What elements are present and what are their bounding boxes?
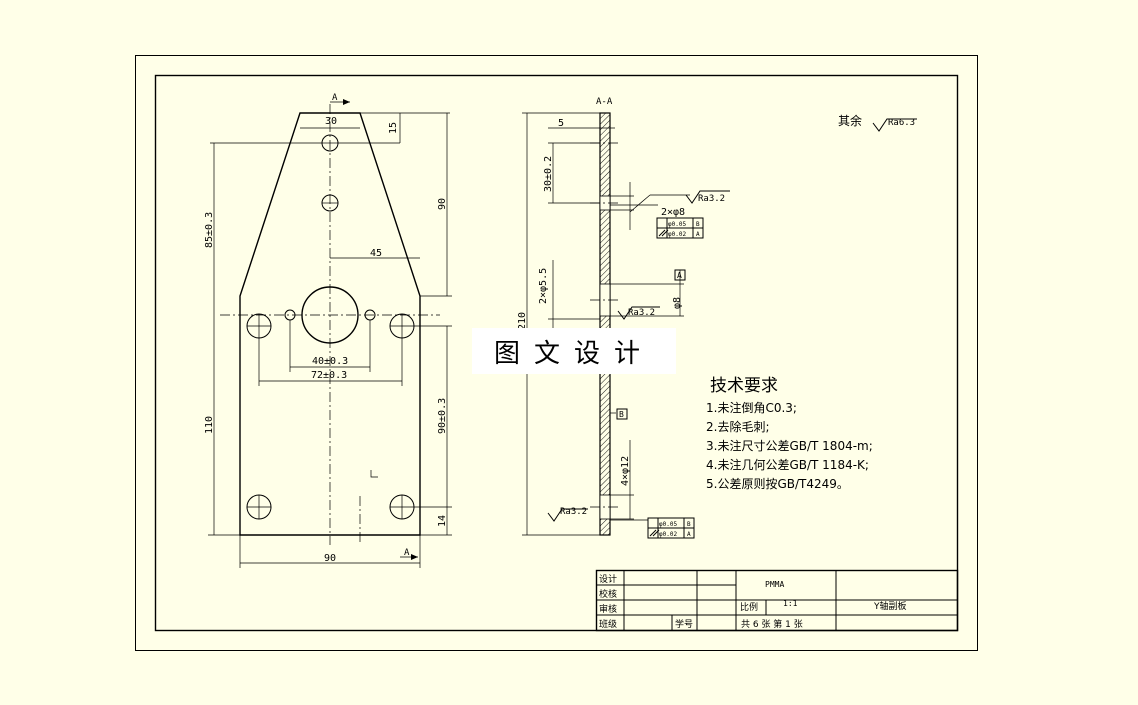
tol-2a: φ0.05	[659, 521, 677, 528]
section-marker-top: A	[332, 93, 338, 103]
title-block: 设计 校核 审核 班级 学号 PMMA 比例 1:1 Y轴副板 共 6 张 第 …	[595, 569, 959, 632]
tech-title: 技术要求	[710, 376, 778, 396]
tech-item-1: 1.未注倒角C0.3;	[706, 400, 797, 415]
dim-85: 85±0.3	[204, 212, 215, 248]
tb-class: 班级	[599, 618, 617, 630]
roughness-ra-2: Ra3.2	[628, 308, 655, 318]
datum-a: A	[677, 271, 682, 280]
tol-1a: φ0.05	[668, 221, 686, 228]
dim-2x8: 2×φ8	[661, 207, 685, 218]
front-view: 30 15 90 85±0.3 45 40±0.3 72±0.3 110 90±…	[204, 93, 452, 568]
roughness-general-value: Ra6.3	[888, 118, 915, 128]
tb-scale-label: 比例	[740, 601, 758, 613]
dim-5: 5	[558, 118, 564, 129]
tech-item-3: 3.未注尺寸公差GB/T 1804-m;	[706, 438, 873, 453]
dim-14: 14	[437, 515, 448, 527]
dim-90-03: 90±0.3	[437, 398, 448, 434]
tech-item-5: 5.公差原则按GB/T4249。	[706, 477, 849, 491]
tol-1b: φ0.02	[668, 231, 686, 238]
tb-student-no: 学号	[675, 618, 693, 630]
tol-1b-ref: A	[696, 231, 700, 238]
tol-2a-ref: B	[687, 521, 691, 528]
tb-material: PMMA	[765, 580, 784, 589]
outer-frame	[135, 55, 978, 651]
tech-item-2: 2.去除毛刺;	[706, 419, 770, 434]
tb-review: 审核	[599, 603, 617, 615]
hole-center-large	[301, 286, 359, 344]
watermark: 图文设计	[472, 328, 676, 374]
dim-90-right: 90	[437, 198, 448, 210]
dim-110: 110	[204, 416, 215, 434]
section-title: A-A	[596, 97, 613, 107]
section-marker-bottom: A	[404, 548, 410, 558]
tol-2b: φ0.02	[659, 531, 677, 538]
dim-phi8: φ8	[672, 297, 683, 309]
dim-45: 45	[370, 248, 382, 259]
dim-210: 210	[517, 312, 528, 330]
section-body	[599, 112, 611, 536]
roughness-ra-3: Ra3.2	[560, 507, 587, 517]
tb-part-name: Y轴副板	[873, 600, 907, 612]
section-view: Ra3.2 Ra3.2 Ra3.2 φ0.05 B φ0.02 A φ0.05 …	[517, 97, 917, 539]
tb-scale: 1:1	[783, 599, 798, 608]
tb-design: 设计	[599, 573, 617, 585]
roughness-ra-1: Ra3.2	[698, 194, 725, 204]
dim-90-bottom: 90	[324, 553, 336, 564]
tech-requirements: 技术要求 1.未注倒角C0.3; 2.去除毛刺; 3.未注尺寸公差GB/T 18…	[706, 376, 873, 491]
roughness-general-label: 其余	[838, 113, 862, 128]
inner-frame	[154, 74, 959, 632]
dim-40: 40±0.3	[312, 356, 348, 367]
tb-check: 校核	[599, 588, 617, 600]
dim-30: 30	[325, 116, 337, 127]
tech-item-4: 4.未注几何公差GB/T 1184-K;	[706, 457, 869, 472]
dim-4x12: 4×φ12	[620, 456, 631, 486]
tol-1a-ref: B	[696, 221, 700, 228]
tol-2b-ref: A	[687, 531, 691, 538]
dim-72: 72±0.3	[311, 370, 347, 381]
dim-15: 15	[388, 122, 399, 134]
dim-30-02: 30±0.2	[543, 156, 554, 192]
datum-b: B	[619, 410, 624, 419]
tb-sheets: 共 6 张 第 1 张	[741, 618, 803, 630]
dim-2x55: 2×φ5.5	[538, 268, 549, 304]
